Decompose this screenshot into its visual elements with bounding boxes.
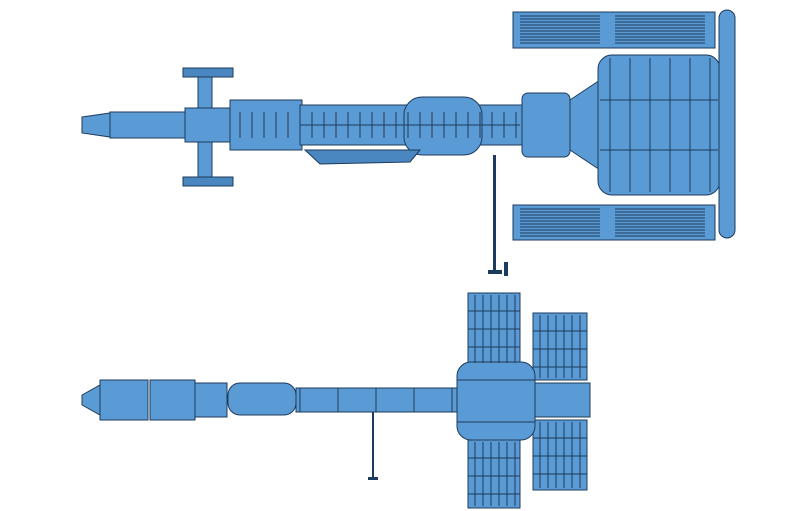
grille-top xyxy=(182,67,234,78)
antenna-2 xyxy=(368,412,378,480)
dish xyxy=(718,9,736,239)
antenna xyxy=(488,155,508,276)
spaceship-top-view xyxy=(81,9,736,276)
capsule xyxy=(403,96,483,156)
truss xyxy=(295,387,461,413)
module-2 xyxy=(149,379,196,421)
cone-adapter xyxy=(569,79,601,171)
spaceship-side-view xyxy=(81,292,591,509)
capsule-2 xyxy=(227,382,297,416)
ventral-fin xyxy=(303,149,422,165)
grille-bottom xyxy=(182,176,234,187)
solar-panel-4 xyxy=(532,419,588,491)
nose-cone xyxy=(81,112,111,138)
forward-section xyxy=(109,111,186,139)
panel-array-top xyxy=(512,11,716,49)
panel-array-bottom xyxy=(512,204,716,241)
aft-hull xyxy=(597,54,721,196)
module-3 xyxy=(194,382,228,418)
main-hull xyxy=(229,99,303,151)
hub xyxy=(456,361,536,441)
aft-module xyxy=(521,92,571,158)
solar-panel-3 xyxy=(532,312,588,381)
nose-cone-2 xyxy=(81,384,101,416)
module-1 xyxy=(99,379,149,421)
strut-hub xyxy=(184,107,231,143)
aft-section xyxy=(534,382,591,418)
solar-panel-2 xyxy=(467,439,521,509)
